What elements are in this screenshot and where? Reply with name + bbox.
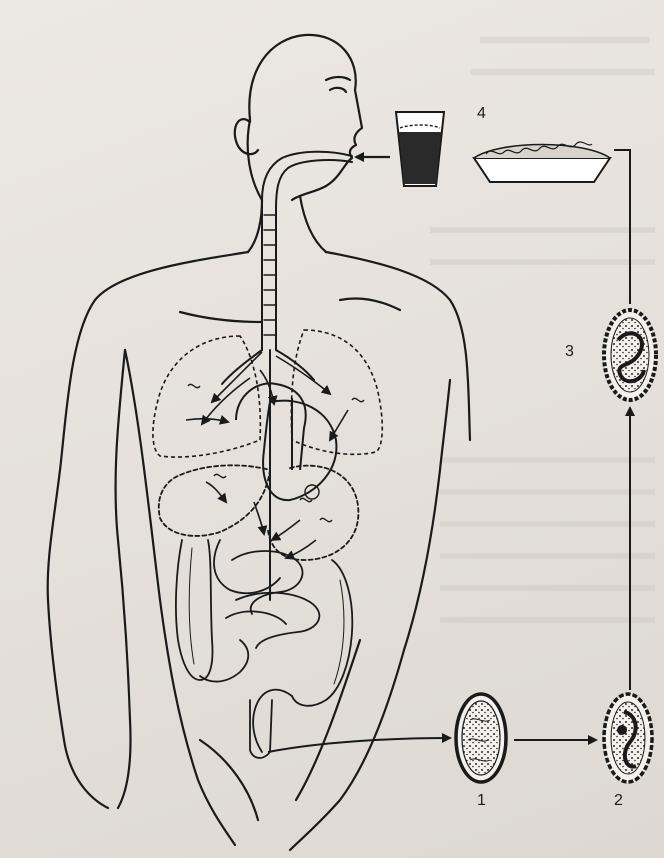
left-inner-arm <box>116 350 131 808</box>
right-inner-arm <box>440 380 450 470</box>
glass-of-water-icon <box>396 112 444 186</box>
eyebrow <box>326 77 350 80</box>
stage-label-4: 4 <box>477 105 486 123</box>
torso-left <box>125 350 235 845</box>
abdominal-organs <box>159 465 359 758</box>
left-bronchus <box>222 350 262 384</box>
right-lung <box>291 330 382 454</box>
heart-vessels <box>236 383 336 500</box>
egg-stage-1-icon <box>456 694 506 782</box>
stage-label-3: 3 <box>565 343 574 361</box>
collarbone <box>180 312 262 322</box>
neck-left <box>248 200 262 252</box>
plate-of-food-icon <box>474 142 610 182</box>
pelvis-line <box>200 740 258 820</box>
neck-right <box>300 196 326 252</box>
egg-stage-3-icon <box>604 310 656 400</box>
small-intestine-3 <box>226 611 286 624</box>
digestive-system <box>222 152 352 600</box>
back-of-head <box>248 120 262 200</box>
sigmoid-colon <box>253 690 292 752</box>
trachea-rings <box>264 215 276 335</box>
eye <box>330 88 346 92</box>
ascending-colon <box>176 540 213 680</box>
egg-stage-2-icon <box>604 694 652 782</box>
ascending-colon-inner <box>189 548 194 664</box>
torso-right <box>290 470 440 850</box>
chest-line-right <box>340 298 400 310</box>
groin-line <box>296 640 360 800</box>
ear <box>235 119 258 154</box>
descending-colon-inner <box>334 580 344 684</box>
small-intestine-1 <box>232 551 303 614</box>
stage-label-2: 2 <box>614 792 623 810</box>
lungs <box>153 330 382 457</box>
left-shoulder-arm <box>48 252 248 808</box>
stage-label-1: 1 <box>477 792 486 810</box>
right-bronchus <box>276 350 314 380</box>
migration-arrows <box>186 352 348 558</box>
stomach <box>268 466 358 560</box>
arrow-anus-to-egg1 <box>268 738 450 752</box>
small-intestine-2 <box>236 593 319 648</box>
